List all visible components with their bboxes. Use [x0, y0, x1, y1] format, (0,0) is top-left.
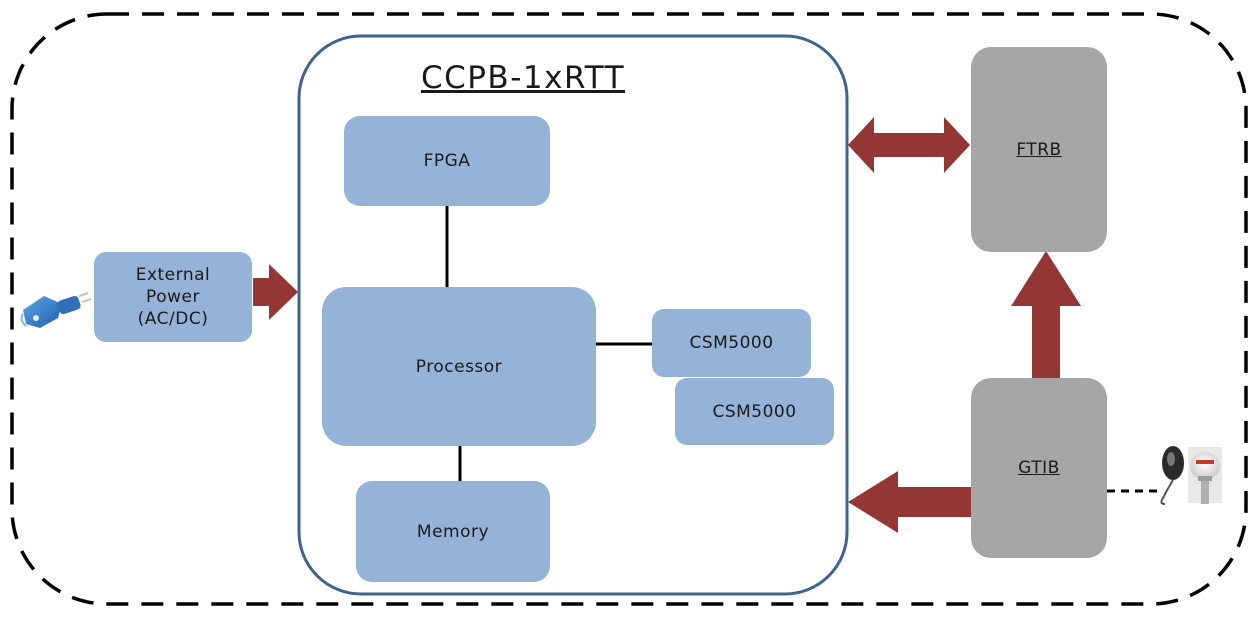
csm5000-label-1: CSM5000 — [689, 333, 774, 353]
external-power-label-line2: Power — [146, 287, 200, 307]
fpga-block: FPGA — [344, 116, 550, 206]
ftrb-block: FTRB — [971, 47, 1107, 252]
processor-block: Processor — [322, 287, 596, 446]
csm5000-label-2: CSM5000 — [712, 401, 797, 422]
csm5000-block-1: CSM5000 — [652, 309, 811, 377]
gtib-to-ccpb-arrow — [848, 471, 972, 533]
ftrb-bidirectional-arrow — [848, 117, 970, 173]
power-arrow — [253, 264, 298, 320]
external-power-label-line3: (AC/DC) — [137, 309, 209, 329]
memory-block: Memory — [356, 481, 550, 582]
memory-label: Memory — [416, 521, 490, 542]
system-boundary — [10, 12, 1248, 606]
power-plug-icon — [20, 292, 92, 328]
processor-label: Processor — [415, 356, 503, 377]
ccpb-title: CCPB-1xRTT — [420, 60, 626, 96]
gps-antenna-icon — [1160, 446, 1222, 505]
gtib-to-ftrb-arrow — [1011, 251, 1081, 378]
csm5000-block-2: CSM5000 — [675, 378, 834, 445]
external-power-block: External Power (AC/DC) — [94, 252, 252, 342]
ftrb-label: FTRB — [1016, 139, 1062, 160]
fpga-label: FPGA — [423, 151, 471, 171]
ccpb-container — [297, 34, 849, 596]
gtib-label: GTIB — [1018, 458, 1060, 478]
gtib-block: GTIB — [971, 378, 1107, 558]
external-power-label-line1: External — [135, 265, 211, 285]
